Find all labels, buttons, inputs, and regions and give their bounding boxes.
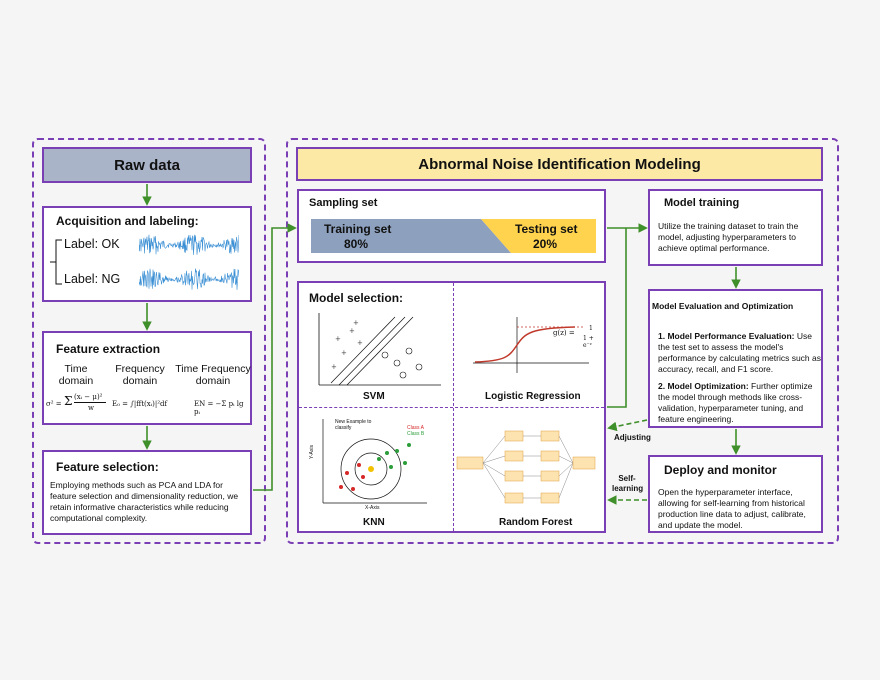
svm-plot: +++ +++ (318, 313, 441, 386)
svg-text:+: + (357, 339, 363, 347)
sampling-box: Sampling set Training set 80% Testing se… (297, 189, 606, 263)
feature-selection-title: Feature selection: (56, 460, 159, 474)
formula-time-lhs: σ² = (46, 400, 62, 408)
acquisition-title: Acquisition and labeling: (56, 214, 199, 228)
raw-data-header: Raw data (42, 147, 252, 183)
right-header: Abnormal Noise Identification Modeling (296, 147, 823, 181)
knn-class-a: Class A (407, 425, 424, 431)
evaluation-p1-bold: 1. Model Performance Evaluation: (658, 331, 795, 341)
svg-text:+: + (341, 349, 347, 357)
feature-selection-text: Employing methods such as PCA and LDA fo… (50, 480, 239, 523)
formula-frequency: E₀ = ∫|fft(xᵢ)|²df (112, 400, 168, 408)
feature-extraction-title: Feature extraction (56, 342, 161, 356)
rf-edge (558, 435, 574, 464)
deploy-title: Deploy and monitor (664, 463, 777, 477)
formula-time-num: (xᵢ − μ)² (74, 393, 103, 401)
frequency-domain-label: Frequency domain (115, 363, 165, 387)
training-fill (311, 219, 511, 253)
rf-edge (482, 462, 506, 477)
adjusting-label: Adjusting (614, 433, 651, 442)
ng-signal (139, 268, 239, 290)
time-frequency-domain-label: Time Frequency domain (175, 363, 251, 387)
rf-edge (482, 462, 506, 499)
sampling-title: Sampling set (309, 197, 378, 209)
knn-new-example: New Example to classify (335, 419, 372, 431)
time-domain-label: Time domain (58, 363, 94, 387)
rf-edge (482, 435, 506, 464)
training-label: Training set (324, 222, 392, 236)
evaluation-p2: 2. Model Optimization: Further optimize … (658, 381, 822, 425)
rf-label: Random Forest (499, 517, 573, 528)
rf-edge (558, 462, 574, 477)
testing-pct: 20% (533, 237, 558, 251)
testing-label: Testing set (515, 222, 578, 236)
knn-label: KNN (363, 517, 385, 528)
right-title: Abnormal Noise Identification Modeling (418, 155, 701, 173)
left-container (32, 138, 266, 544)
svg-text:+: + (353, 319, 359, 327)
logreg-label: Logistic Regression (485, 391, 581, 402)
raw-data-title: Raw data (114, 156, 180, 174)
logreg-plot (465, 313, 593, 381)
model-selection-box: Model selection: +++ +++ SVM g(z) = 1 1 … (297, 281, 606, 533)
evaluation-p2-bold: 2. Model Optimization: (658, 381, 749, 391)
logreg-formula-lhs: g(z) = (553, 329, 575, 337)
random-forest-diagram (456, 430, 596, 504)
deploy-box: Deploy and monitor Open the hyperparamet… (648, 455, 823, 533)
model-selection-title: Model selection: (309, 291, 404, 305)
arrow-model-to-training (607, 228, 627, 408)
sampling-split-bar (311, 219, 596, 253)
arrow-fs-to-sampling (253, 223, 297, 491)
evaluation-box: Model Evaluation and Optimization 1. Mod… (648, 289, 823, 428)
feature-extraction-box: Feature extraction Time domain Frequency… (42, 331, 252, 425)
logreg-formula: g(z) = (553, 329, 575, 337)
knn-x-axis: X-Axis (365, 505, 380, 511)
arrow-adjusting (607, 419, 648, 432)
model-training-title: Model training (664, 197, 740, 209)
knn-class-b: Class B (407, 431, 425, 437)
evaluation-title: Model Evaluation and Optimization (652, 301, 794, 311)
testing-fill (481, 219, 596, 253)
signal-trace (139, 234, 239, 255)
label-bracket (50, 239, 62, 285)
evaluation-p1-text: Use the test set to assess the model's p… (658, 331, 821, 374)
knn-plot (322, 419, 427, 504)
svg-text:+: + (349, 327, 355, 335)
formula-time-den: w (88, 404, 94, 412)
training-pct: 80% (344, 237, 369, 251)
ok-signal (139, 234, 239, 255)
evaluation-p1: 1. Model Performance Evaluation: Use the… (658, 331, 822, 375)
model-divider-horizontal (299, 407, 604, 408)
self-learning-label: Self-learning (612, 474, 644, 493)
logreg-formula-num: 1 (589, 325, 593, 332)
svg-text:+: + (331, 363, 337, 371)
feature-selection-box: Feature selection: Employing methods suc… (42, 450, 252, 535)
signal-trace (139, 268, 239, 290)
rf-edge (482, 455, 506, 464)
label-ng: Label: NG (64, 272, 121, 286)
evaluation-p2-text: Further optimize the model through metho… (658, 381, 813, 424)
formula-time: σ² = Σ (xᵢ − μ)² w (46, 391, 110, 417)
rf-edge (558, 455, 574, 464)
deploy-text: Open the hyperparameter interface, allow… (658, 487, 806, 530)
formula-time-frequency: EN = −Σ pᵢ lg pᵢ (194, 400, 244, 416)
svg-text:+: + (335, 335, 341, 343)
logreg-formula-den: 1 + e⁻ᶻ (583, 335, 594, 349)
svm-label: SVM (363, 391, 385, 402)
rf-edge (558, 462, 574, 499)
right-container (286, 138, 839, 544)
model-training-text: Utilize the training dataset to train th… (658, 221, 799, 253)
rf-output-node (572, 456, 596, 470)
label-ok: Label: OK (64, 237, 120, 251)
acquisition-box: Acquisition and labeling: Label: OK Labe… (42, 206, 252, 302)
model-training-box: Model training Utilize the training data… (648, 189, 823, 266)
